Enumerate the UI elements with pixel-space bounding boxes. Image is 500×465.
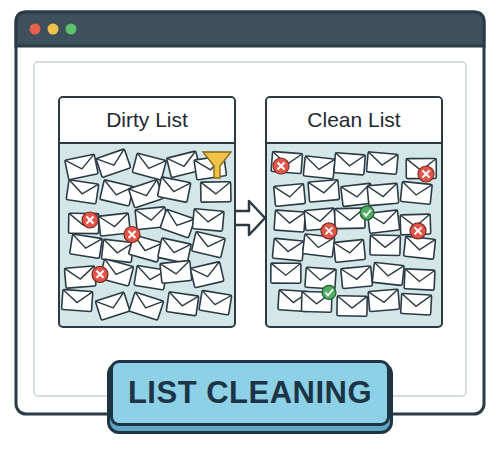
envelope-icon [201, 182, 231, 202]
envelope-icon [199, 290, 232, 315]
flow-arrow [232, 201, 265, 235]
envelope-icon [272, 238, 304, 261]
envelope-pile [267, 144, 440, 325]
arrow-shape [232, 201, 265, 235]
envelope-icon [65, 154, 98, 180]
envelope-icon [62, 290, 93, 312]
reject-mark [92, 266, 108, 282]
envelope-icon [368, 289, 400, 311]
envelope-icon [192, 209, 224, 232]
envelope-icon [334, 153, 365, 175]
envelope-icon [95, 292, 130, 320]
funnel-icon [203, 152, 231, 178]
envelope-icon [404, 236, 436, 259]
reject-mark [82, 212, 98, 228]
envelope-icon [100, 180, 134, 206]
envelope-icon [271, 152, 302, 174]
reject-mark [273, 158, 289, 174]
envelope-icon [191, 231, 225, 257]
envelope-icon [303, 156, 335, 179]
envelope-icon [190, 262, 224, 288]
panel-heading: Clean List [267, 98, 441, 144]
title-button: LIST CLEANING [110, 360, 390, 426]
envelope-icon [372, 262, 404, 285]
reject-mark [410, 223, 426, 239]
envelope-icon [308, 180, 340, 202]
envelope-icon [96, 149, 131, 178]
envelope-icon [66, 180, 99, 204]
envelope-icon [400, 181, 432, 204]
reject-mark [321, 223, 337, 239]
envelope-icon [341, 266, 373, 289]
panel-heading: Dirty List [60, 98, 234, 144]
list-panel: Dirty List [58, 96, 236, 328]
envelope-icon [274, 210, 305, 232]
envelope-icon [64, 266, 96, 288]
envelope-icon [401, 293, 432, 315]
envelope-icon [158, 238, 192, 264]
envelope-icon [337, 296, 367, 317]
envelope-icon [370, 235, 400, 256]
envelope-icon [160, 260, 192, 283]
envelope-icon [334, 239, 366, 262]
envelope-icon [367, 183, 399, 206]
envelope-pile [60, 144, 233, 325]
button-label: LIST CLEANING [128, 375, 372, 411]
reject-mark [418, 166, 434, 182]
reject-mark [124, 227, 140, 243]
envelope-icon [271, 263, 301, 283]
valid-mark [360, 206, 374, 220]
envelope-icon [160, 209, 195, 238]
envelope-icon [157, 177, 190, 203]
valid-mark [322, 285, 336, 299]
list-panel: Clean List [265, 96, 443, 328]
envelope-icon [366, 152, 398, 175]
envelope-icon [132, 153, 166, 180]
envelope-icon [274, 184, 306, 207]
envelope-icon [129, 292, 164, 320]
envelope-icon [70, 234, 103, 258]
envelope-icon [404, 269, 435, 290]
envelope-icon [166, 292, 199, 316]
